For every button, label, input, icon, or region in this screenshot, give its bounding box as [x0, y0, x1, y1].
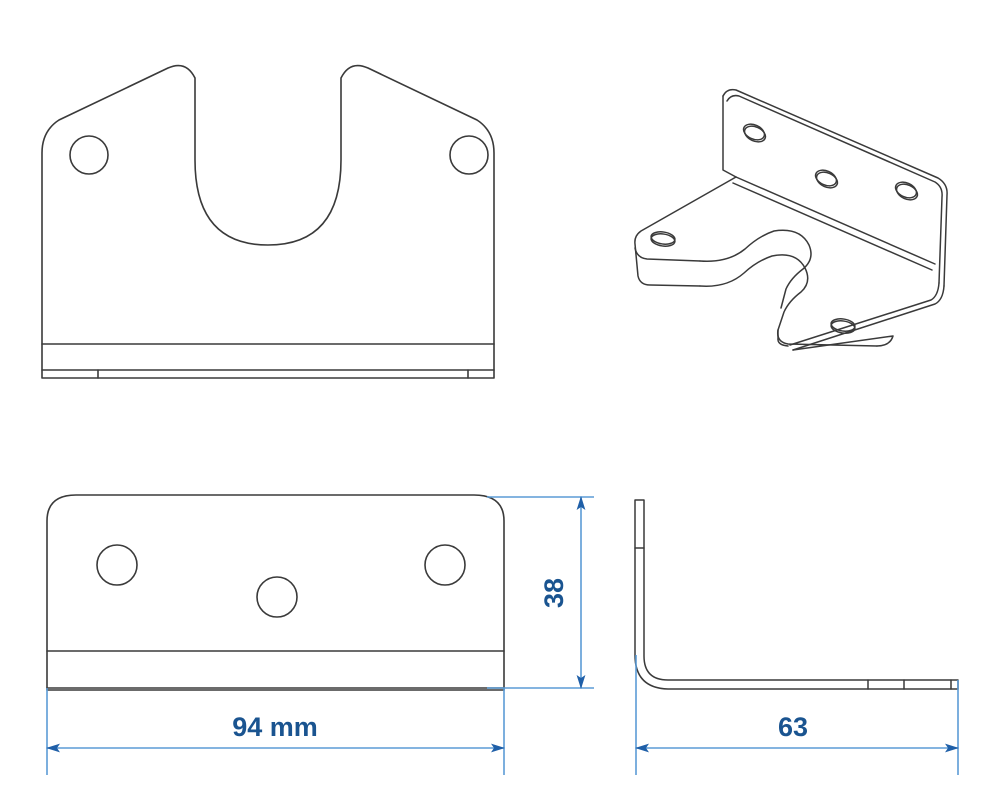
front-outline [41, 64, 495, 379]
plan-outline [46, 494, 505, 691]
depth-dimension-label: 63 [778, 712, 808, 742]
iso-hole-v2 [814, 169, 838, 187]
iso-hole-v3-inner [895, 183, 919, 201]
plan-hole-center [256, 576, 298, 618]
front-hole-left [69, 135, 109, 175]
width-dimension: 94 mm [46, 688, 505, 775]
iso-right-edge [792, 285, 945, 351]
iso-hole-v1-inner [743, 125, 767, 143]
iso-hole-v3 [894, 181, 918, 199]
iso-flange-left-tab-thickness [634, 247, 701, 262]
width-dimension-label: 94 mm [232, 712, 318, 742]
front-elevation-view [41, 64, 495, 379]
height-dimension-label: 38 [539, 578, 569, 608]
iso-bend-line-2 [732, 182, 933, 271]
front-hole-right [449, 135, 489, 175]
iso-flange-right-outline [777, 329, 789, 347]
iso-hole-f2-inner [830, 320, 856, 334]
height-dimension: 38 [487, 496, 594, 689]
iso-flange-left-tab [634, 176, 737, 287]
iso-hole-f1-inner [650, 233, 676, 247]
iso-hole-v1 [742, 123, 766, 141]
iso-vertical-face-outline [722, 88, 948, 287]
iso-vertical-face-thickness [726, 94, 943, 284]
plan-hole-left [96, 544, 138, 586]
iso-flange-notch-thickness [699, 229, 812, 309]
iso-bend-line [735, 176, 936, 265]
iso-right-edge-inner [789, 282, 940, 346]
isometric-3d-view [634, 88, 948, 351]
iso-flange-bottom-edge [792, 335, 894, 351]
iso-holes-flange [650, 231, 856, 334]
depth-dimension: 63 [635, 655, 959, 775]
plan-hole-right [424, 544, 466, 586]
iso-hole-v2-inner [815, 171, 839, 189]
plan-bottom-view [46, 494, 505, 691]
iso-vertical-face-bend [722, 95, 737, 178]
iso-holes-vertical-face [742, 123, 919, 201]
